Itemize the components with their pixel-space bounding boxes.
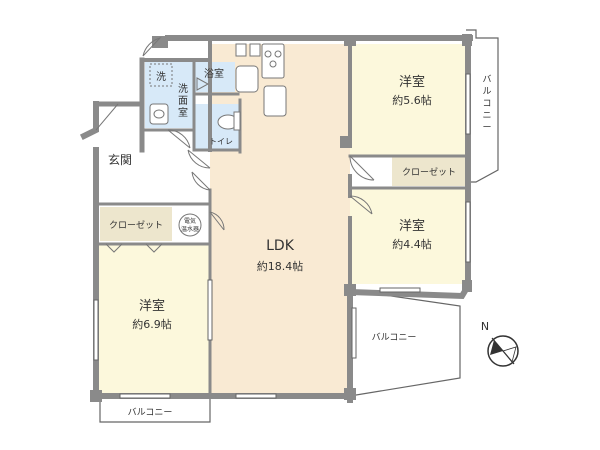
balcony-mid-label: バルコニー <box>372 332 417 343</box>
windows <box>93 73 471 399</box>
closet-2-area <box>100 207 172 241</box>
cabinet-icon <box>235 43 247 57</box>
western-room-3-name: 洋室 <box>139 298 165 314</box>
western-room-3-area <box>96 244 210 396</box>
balcony-right-label-2: ル <box>482 87 491 97</box>
compass-icon <box>487 335 519 367</box>
western-room-3-size: 約6.9帖 <box>132 317 172 331</box>
bathtub-icon <box>235 65 259 93</box>
western-room-1-name: 洋室 <box>399 74 425 90</box>
cabinet-icon <box>249 43 261 57</box>
washer-space-icon <box>149 63 173 87</box>
ldk-name: LDK <box>266 238 295 254</box>
balcony-right-label-5: ー <box>482 123 491 133</box>
balcony-right-label-3: コ <box>482 99 491 109</box>
balcony-right-label-1: バ <box>482 74 491 85</box>
western-room-2-size: 約4.4帖 <box>392 237 432 251</box>
burner-icon <box>274 50 282 58</box>
washer-label: 洗 <box>156 71 166 83</box>
water-heater-icon <box>178 213 202 237</box>
bath-label: 浴室 <box>204 67 224 80</box>
washroom-label-3: 室 <box>178 106 188 119</box>
washroom-label-1: 洗 <box>178 83 188 95</box>
western-room-1-size: 約5.6帖 <box>392 93 432 107</box>
toilet-label: トイレ <box>209 137 233 146</box>
entrance-label: 玄関 <box>108 152 132 167</box>
closet-1-area <box>392 156 466 186</box>
balcony-right <box>466 29 499 183</box>
balcony-right-label-4: ニ <box>482 111 491 121</box>
balcony-mid <box>349 289 461 397</box>
western-room-2-area <box>350 188 466 284</box>
closet-2-label: クローゼット <box>109 219 163 231</box>
water-heater-label-1: 電気 <box>184 217 196 225</box>
western-room-2-name: 洋室 <box>399 218 425 234</box>
western-room-1-area <box>350 44 466 156</box>
balcony-bottom <box>99 398 211 423</box>
kitchen-sink-icon <box>263 85 287 117</box>
water-heater-label-2: 温水器 <box>181 225 199 233</box>
fixtures <box>149 43 287 237</box>
closet-1-label: クローゼット <box>402 166 456 178</box>
door-swings <box>95 37 375 253</box>
washroom-label-2: 面 <box>178 96 188 107</box>
compass-north-label: N <box>481 320 489 333</box>
burner-icon <box>269 60 277 68</box>
balcony-bottom-label: バルコニー <box>128 407 173 418</box>
arrow-marker-icon <box>196 77 210 91</box>
ldk-size: 約18.4帖 <box>257 259 304 273</box>
burner-icon <box>264 50 272 58</box>
